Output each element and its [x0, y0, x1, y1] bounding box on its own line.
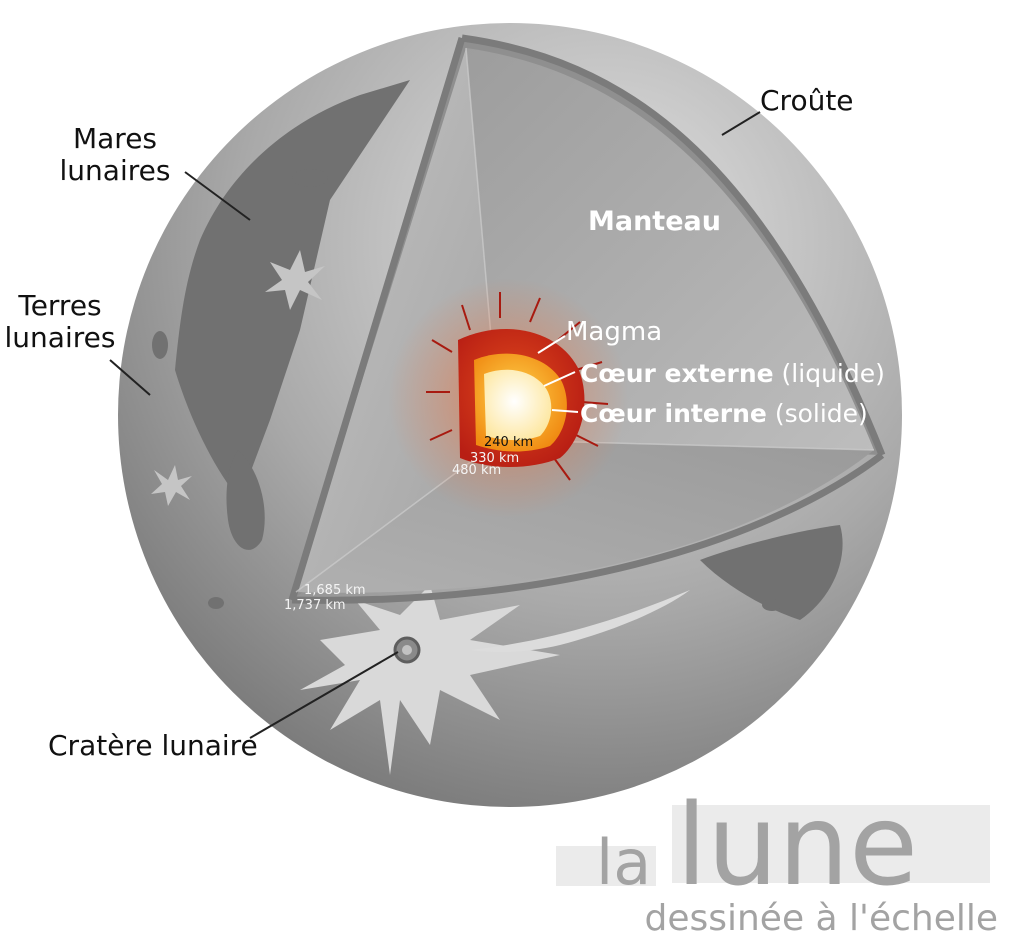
- label-coeur-externe: Cœur externe (liquide): [580, 359, 885, 388]
- radius-240: 240 km: [484, 435, 533, 450]
- crater-rays: [151, 250, 325, 506]
- label-terres-line1: Terres: [17, 289, 101, 322]
- label-cratere: Cratère lunaire: [48, 729, 258, 762]
- title-lune: lune: [676, 781, 918, 911]
- label-mares-line1: Mares: [73, 122, 157, 155]
- core-leader-lines: [537, 335, 579, 413]
- leader-lines: [109, 111, 761, 739]
- inner-core-layer: [484, 369, 552, 441]
- title-box-right: [672, 805, 990, 883]
- title-box-left: [556, 846, 656, 886]
- label-coeur-interne: Cœur interne (solide): [580, 399, 868, 428]
- crater-splash: [300, 585, 560, 775]
- radius-1737: 1,737 km: [284, 598, 346, 613]
- title-la: la: [596, 826, 651, 899]
- radius-330: 330 km: [470, 451, 519, 466]
- label-manteau: Manteau: [588, 206, 721, 237]
- title-subtitle: dessinée à l'échelle: [644, 898, 998, 939]
- label-terres-line2: lunaires: [5, 321, 116, 354]
- crater-floor: [402, 645, 412, 655]
- radius-480: 480 km: [452, 463, 501, 478]
- label-croute: Croûte: [760, 84, 854, 117]
- radius-1685: 1,685 km: [304, 583, 366, 598]
- label-mares-line2: lunaires: [60, 154, 171, 187]
- label-magma: Magma: [566, 317, 662, 347]
